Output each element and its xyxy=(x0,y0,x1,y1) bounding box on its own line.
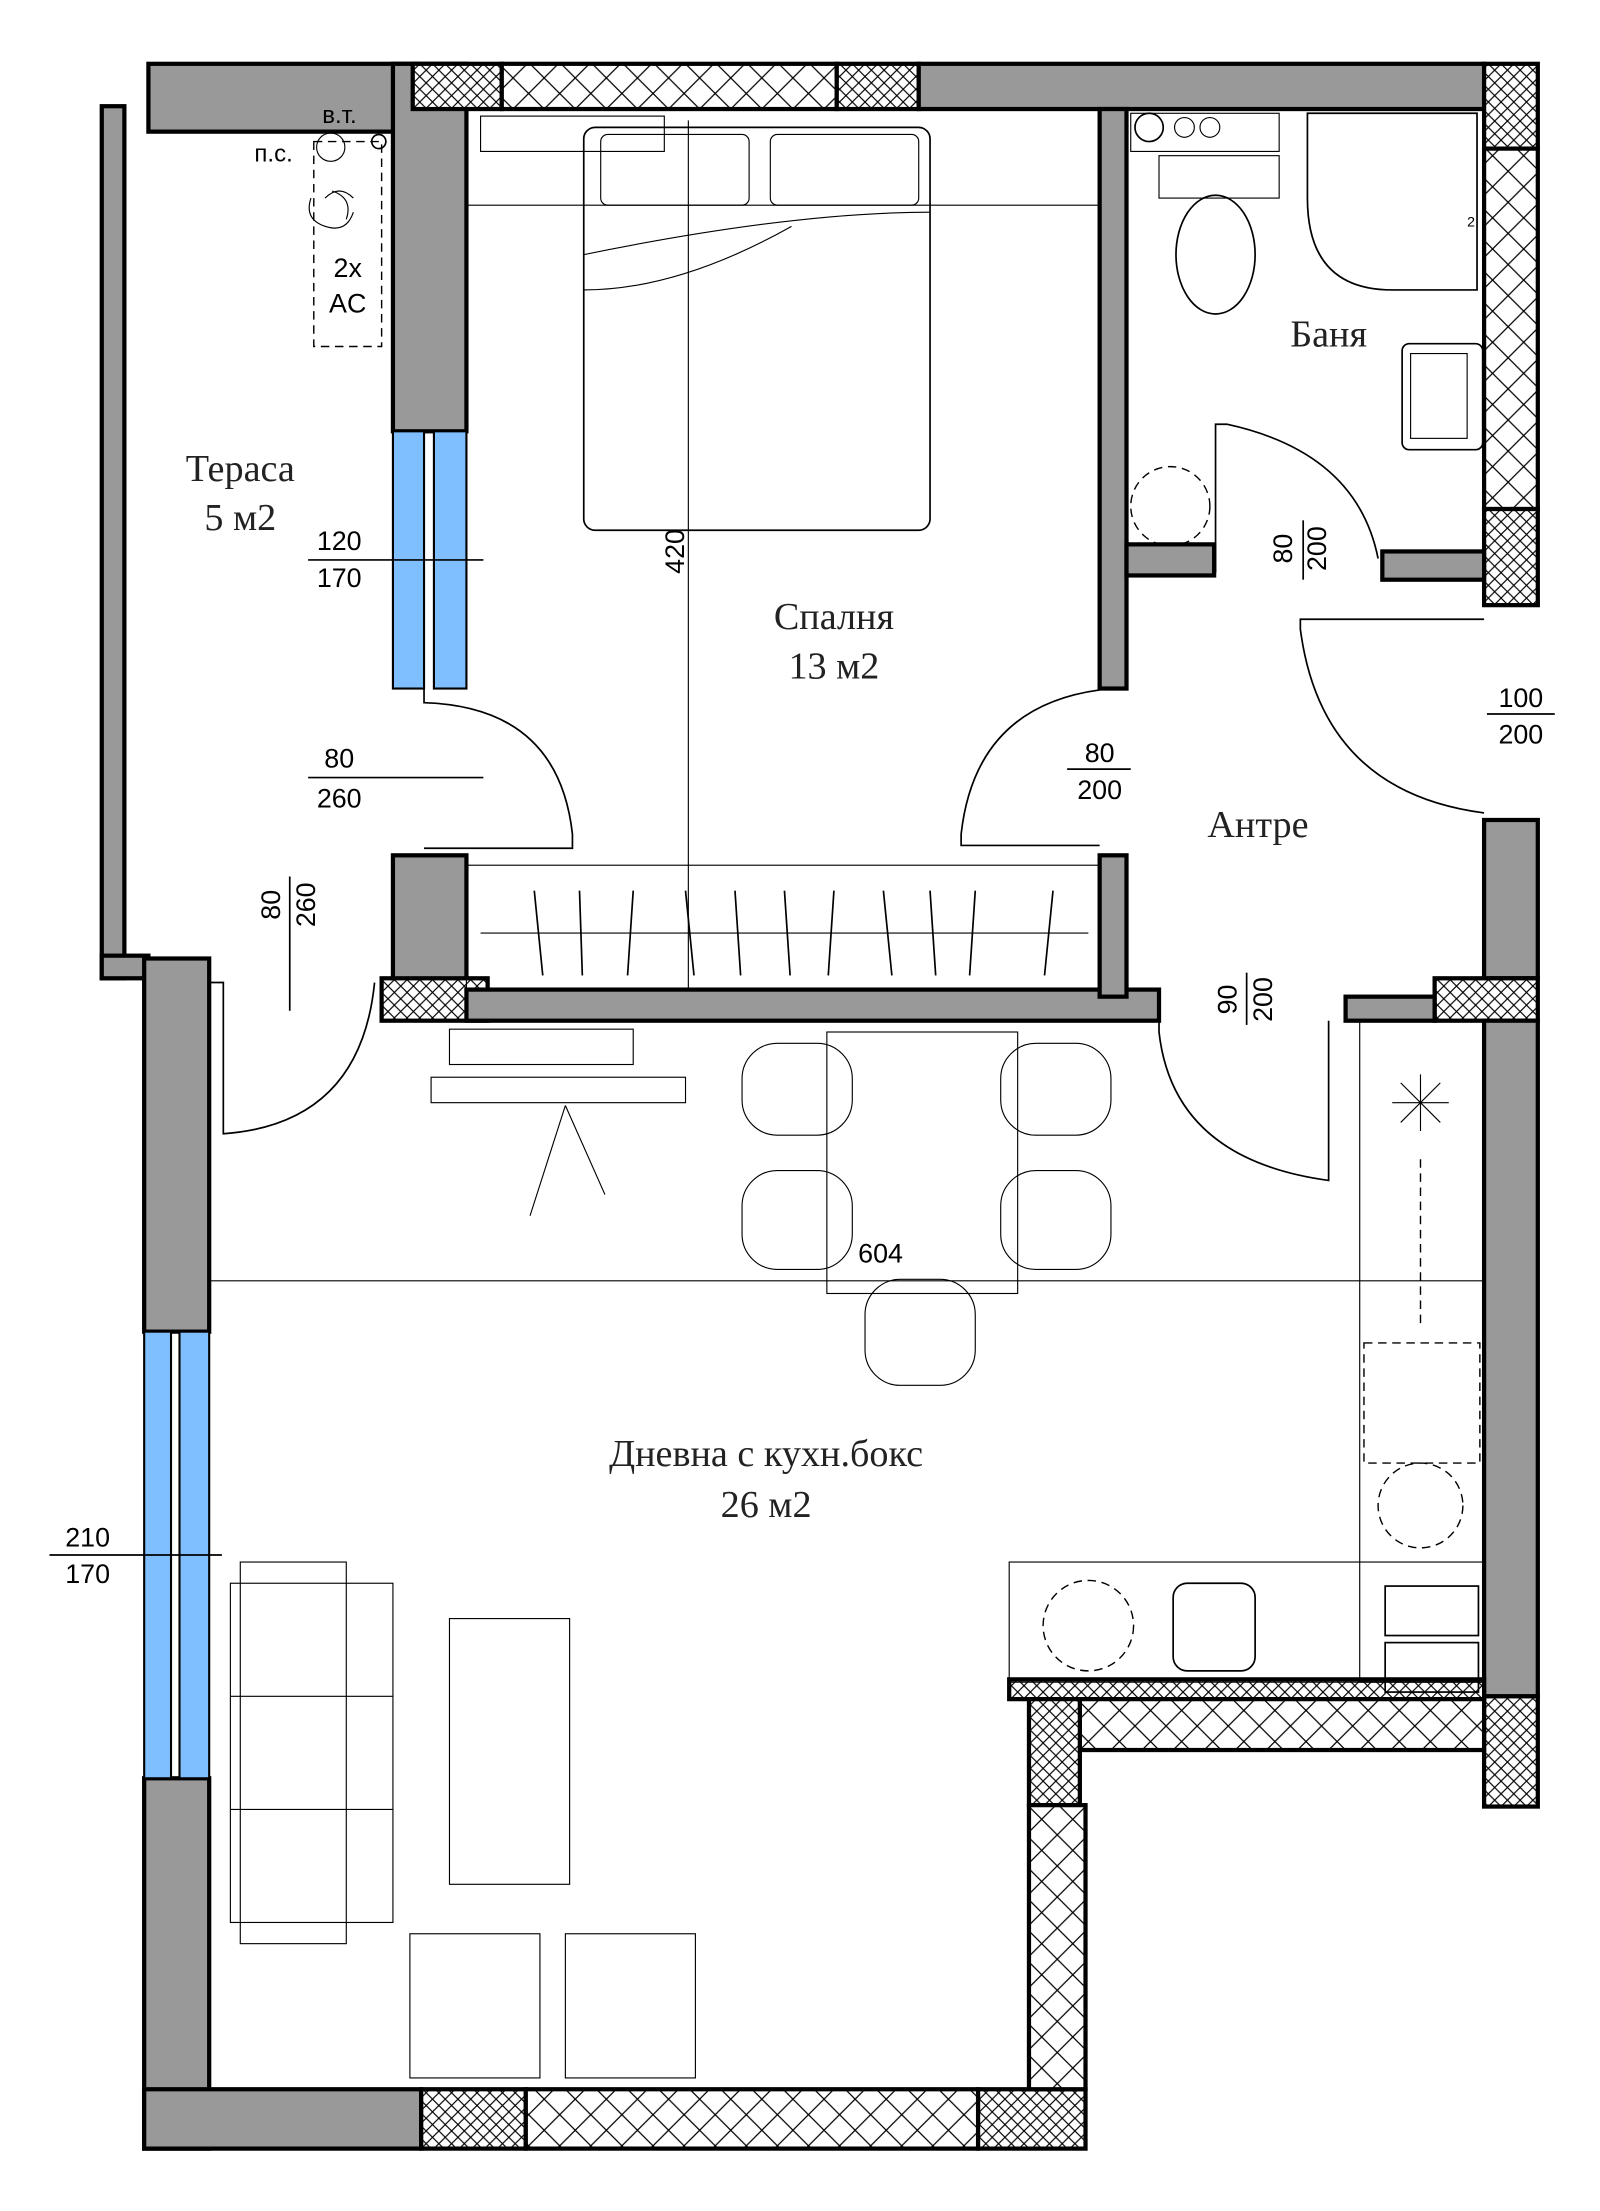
room-name-living: Дневна с кухн.бокс xyxy=(609,1433,923,1475)
armchair xyxy=(564,1933,696,2079)
ps-label: п.с. xyxy=(254,140,292,167)
room-area-living: 26 м2 xyxy=(721,1484,812,1526)
room-name-bathroom: Баня xyxy=(1290,313,1367,355)
ac-label: AC xyxy=(329,289,366,319)
sink xyxy=(1172,1582,1256,1672)
terrace-window-height: 170 xyxy=(317,563,362,593)
entrance-door-width: 100 xyxy=(1498,683,1543,713)
dimension-lines xyxy=(49,520,1555,1556)
shower-mark: 2 xyxy=(1467,213,1475,229)
living-window-height: 170 xyxy=(65,1559,110,1589)
bedroom-door-height: 200 xyxy=(1077,775,1122,805)
walls xyxy=(99,61,1540,2151)
ac-unit-bedroom xyxy=(480,115,665,153)
terrace-window-width: 120 xyxy=(317,526,362,556)
shower xyxy=(1306,112,1478,291)
furniture xyxy=(209,112,1485,2079)
room-area-bedroom: 13 м2 xyxy=(788,646,879,688)
living-door-height: 200 xyxy=(1248,977,1278,1022)
bed xyxy=(582,126,931,532)
toilet xyxy=(1175,194,1256,315)
dining-chairs xyxy=(741,1042,1112,1386)
bedroom-door-width: 80 xyxy=(1085,738,1115,768)
ac-unit-living xyxy=(448,1028,634,1066)
entrance-door xyxy=(1299,618,1485,814)
terrace-door2-width: 80 xyxy=(256,890,286,920)
wardrobe-hangers xyxy=(533,890,1054,976)
wardrobe xyxy=(465,864,1101,991)
ac-count-label: 2x xyxy=(334,253,363,283)
bedroom-length: 420 xyxy=(660,529,690,574)
terrace-door-height: 260 xyxy=(317,783,362,813)
boiler xyxy=(1134,112,1165,143)
dining-table xyxy=(826,1031,1019,1295)
ac-outdoor-units xyxy=(313,140,383,348)
washbasin xyxy=(1401,342,1484,451)
terrace-door-width: 80 xyxy=(324,744,354,774)
fan-icon xyxy=(308,190,354,229)
living-door xyxy=(1158,1020,1330,1182)
living-door-width: 90 xyxy=(1213,985,1243,1015)
armchair xyxy=(409,1933,541,2079)
ps-pipe xyxy=(316,132,346,162)
sofa xyxy=(229,1582,394,1924)
bathroom-door xyxy=(1214,423,1379,573)
bedroom-door xyxy=(960,689,1100,847)
doors xyxy=(209,423,1485,1182)
coffee-table xyxy=(448,1618,571,1885)
room-labels: Тераса 5 м2 Спалня 13 м2 Баня Антре Днев… xyxy=(186,313,1367,1525)
vt-pipe xyxy=(370,133,387,150)
room-name-hall: Антре xyxy=(1207,804,1308,846)
room-name-bedroom: Спалня xyxy=(774,596,894,638)
stove xyxy=(1384,1585,1480,1637)
living-window-width: 210 xyxy=(65,1522,110,1552)
room-area-terrace: 5 м2 xyxy=(204,497,276,539)
floor-drain xyxy=(1130,465,1211,547)
terrace-exit-door xyxy=(209,981,376,1135)
room-name-terrace: Тераса xyxy=(186,448,295,490)
terrace-door xyxy=(423,688,574,850)
bath-door-width: 80 xyxy=(1268,534,1298,564)
vt-label: в.т. xyxy=(322,102,356,129)
bath-door-height: 200 xyxy=(1302,526,1332,571)
kitchen xyxy=(1008,1020,1485,1693)
annotations: в.т. п.с. 2x AC 2 120 170 80 260 80 260 … xyxy=(65,102,1543,1589)
terrace-door2-height: 260 xyxy=(291,882,321,927)
living-length: 604 xyxy=(858,1238,903,1268)
snowflake-icon xyxy=(1392,1074,1449,1131)
entrance-door-height: 200 xyxy=(1498,720,1543,750)
